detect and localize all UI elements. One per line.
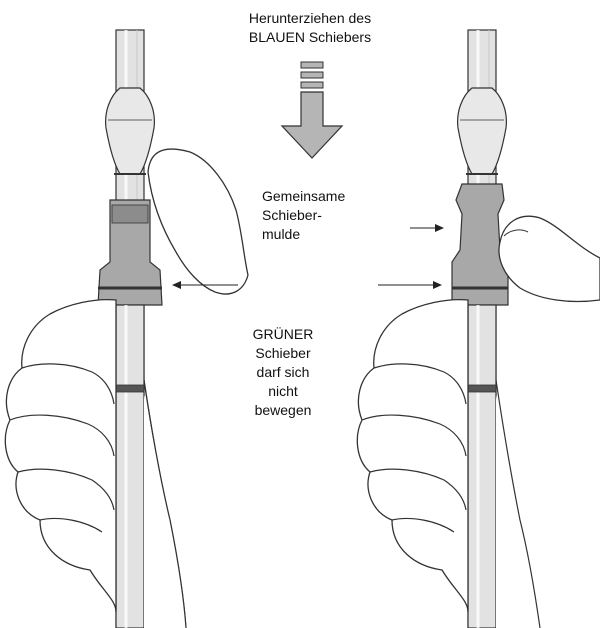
right-hub xyxy=(458,88,507,174)
common-groove-line-3: mulde xyxy=(262,225,345,244)
left-hub xyxy=(106,88,155,174)
common-groove-line-2: Schieber- xyxy=(262,206,345,225)
down-arrow-icon xyxy=(282,62,342,158)
green-slider-line-4: nicht xyxy=(228,382,338,401)
right-thumb xyxy=(499,216,600,301)
common-groove-label: Gemeinsame Schieber- mulde xyxy=(262,187,345,244)
pointer-arrow-groove xyxy=(410,224,444,232)
left-thumb xyxy=(148,149,248,294)
instruction-line-2: BLAUEN Schiebers xyxy=(185,28,435,47)
green-slider-line-2: Schieber xyxy=(228,344,338,363)
green-slider-label: GRÜNER Schieber darf sich nicht bewegen xyxy=(228,325,338,420)
left-figure xyxy=(5,30,248,628)
right-figure xyxy=(357,30,600,628)
green-slider-line-1: GRÜNER xyxy=(228,325,338,344)
left-hand xyxy=(5,300,116,612)
pointer-arrow-right-slider xyxy=(378,281,442,289)
right-hand xyxy=(357,300,468,612)
green-slider-line-3: darf sich xyxy=(228,363,338,382)
instruction-line-1: Herunterziehen des xyxy=(185,9,435,28)
common-groove-line-1: Gemeinsame xyxy=(262,187,345,206)
instruction-label: Herunterziehen des BLAUEN Schiebers xyxy=(185,9,435,47)
green-slider-line-5: bewegen xyxy=(228,401,338,420)
